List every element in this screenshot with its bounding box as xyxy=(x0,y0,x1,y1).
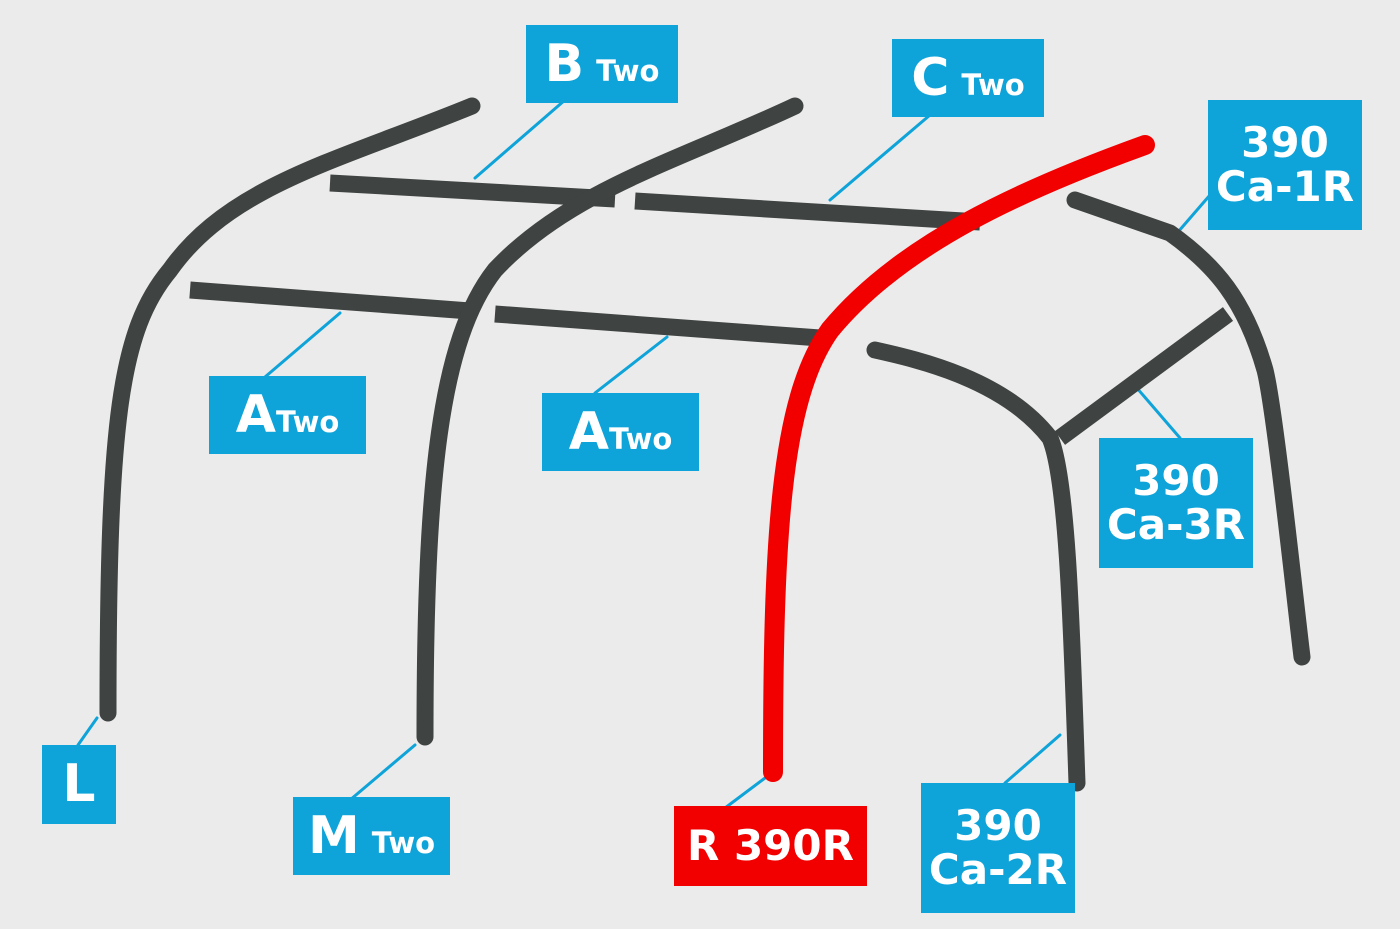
label-c-two: C Two xyxy=(892,39,1044,117)
label-a-left-main: A xyxy=(235,384,276,445)
pole-ca2 xyxy=(866,341,1086,792)
leader-b xyxy=(473,98,567,180)
crossbar-ca3 xyxy=(1054,307,1234,445)
label-b-two: B Two xyxy=(526,25,678,103)
label-m-main: M xyxy=(307,805,360,866)
label-390-ca-1r: 390 Ca-1R xyxy=(1208,100,1362,230)
label-ca3-line1: 390 xyxy=(1132,455,1220,505)
label-c-sub: Two xyxy=(961,67,1025,102)
label-l: L xyxy=(42,745,116,824)
label-b-main: B xyxy=(544,33,585,94)
label-ca2-line2: Ca-2R xyxy=(928,845,1068,894)
label-m-two: M Two xyxy=(293,797,450,875)
leader-r xyxy=(723,776,767,810)
pole-r-highlight xyxy=(763,135,1155,782)
label-a-left-sub: Two xyxy=(275,404,340,439)
leader-ca2 xyxy=(1003,733,1062,785)
leader-ca1 xyxy=(1176,193,1212,234)
leader-c xyxy=(828,113,932,202)
leader-m xyxy=(348,743,417,802)
label-390-ca-2r: 390 Ca-2R xyxy=(921,783,1075,913)
label-ca1-line1: 390 xyxy=(1241,117,1329,167)
leader-l xyxy=(76,716,99,747)
label-ca2-line1: 390 xyxy=(954,800,1042,850)
label-r-390r: R 390R xyxy=(674,806,867,886)
label-l-main: L xyxy=(62,754,96,815)
crossbar-c-segment-1 xyxy=(634,192,981,231)
pole-l xyxy=(99,97,481,722)
label-ca1-line2: Ca-1R xyxy=(1215,162,1355,211)
pole-m xyxy=(416,97,804,746)
crossbar-b-segment-1 xyxy=(329,174,616,208)
pole-ca1 xyxy=(1066,191,1311,666)
label-a-mid-main: A xyxy=(568,401,609,462)
leader-a-mid xyxy=(593,335,669,395)
label-ca3-line2: Ca-3R xyxy=(1106,500,1246,549)
label-a-two-middle: A Two xyxy=(542,393,699,471)
label-r-main: R 390R xyxy=(687,820,854,870)
label-b-sub: Two xyxy=(596,53,660,88)
label-c-main: C xyxy=(911,47,950,108)
label-m-sub: Two xyxy=(371,825,436,860)
leader-a-left xyxy=(263,311,342,379)
crossbar-a-segment-2 xyxy=(494,305,821,347)
label-a-mid-sub: Two xyxy=(608,421,673,456)
crossbar-a-segment-1 xyxy=(189,281,471,320)
label-a-two-left: A Two xyxy=(209,376,366,454)
label-390-ca-3r: 390 Ca-3R xyxy=(1099,438,1253,568)
